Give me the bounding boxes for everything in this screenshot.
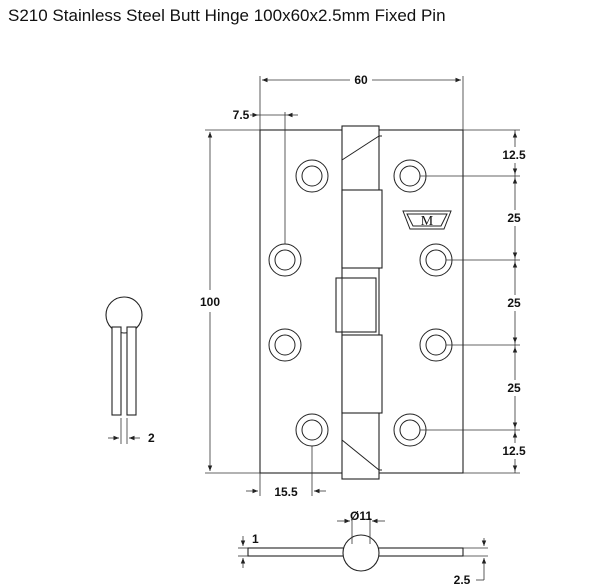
left-leaf-holes [268,159,329,447]
countersunk-hole [295,159,329,193]
dim-hole-spacing-1-label: 25 [507,211,521,225]
dim-hole-center-x: 15.5 [246,446,326,499]
dim-hole-offset-bottom-label: 12.5 [502,444,526,458]
logo-letter: M [421,214,434,229]
dim-hole-spacing-2-label: 25 [507,296,521,310]
dim-hole-spacing-3-label: 25 [507,381,521,395]
dim-hole-center-x-label: 15.5 [274,485,298,499]
dim-edge-offset-label: 7.5 [233,108,250,122]
product-title: S210 Stainless Steel Butt Hinge 100x60x2… [8,6,446,25]
dim-width-label: 60 [354,73,368,87]
dim-height: 100 [200,129,260,474]
front-view: M 60 7.5 100 [200,73,532,499]
dim-open-thickness-label: 2.5 [454,573,471,587]
countersunk-hole [268,328,302,362]
dim-plan-leaf-thickness-label: 1 [252,532,259,546]
dim-edge-offset: 7.5 [233,108,298,244]
dim-knuckle-diameter-label: Ø11 [350,509,372,523]
side-view: 2 [105,296,155,445]
dim-hole-offset-top-label: 12.5 [502,148,526,162]
dim-side-thickness-label: 2 [148,431,155,445]
dim-height-label: 100 [200,295,220,309]
manufacturer-logo: M [402,210,452,230]
plan-view: Ø11 1 2.5 [238,509,488,587]
knuckle-segments [335,135,383,471]
dim-width: 60 [259,73,464,130]
dim-hole-spacing: 12.5 25 25 25 12.5 [420,129,532,474]
